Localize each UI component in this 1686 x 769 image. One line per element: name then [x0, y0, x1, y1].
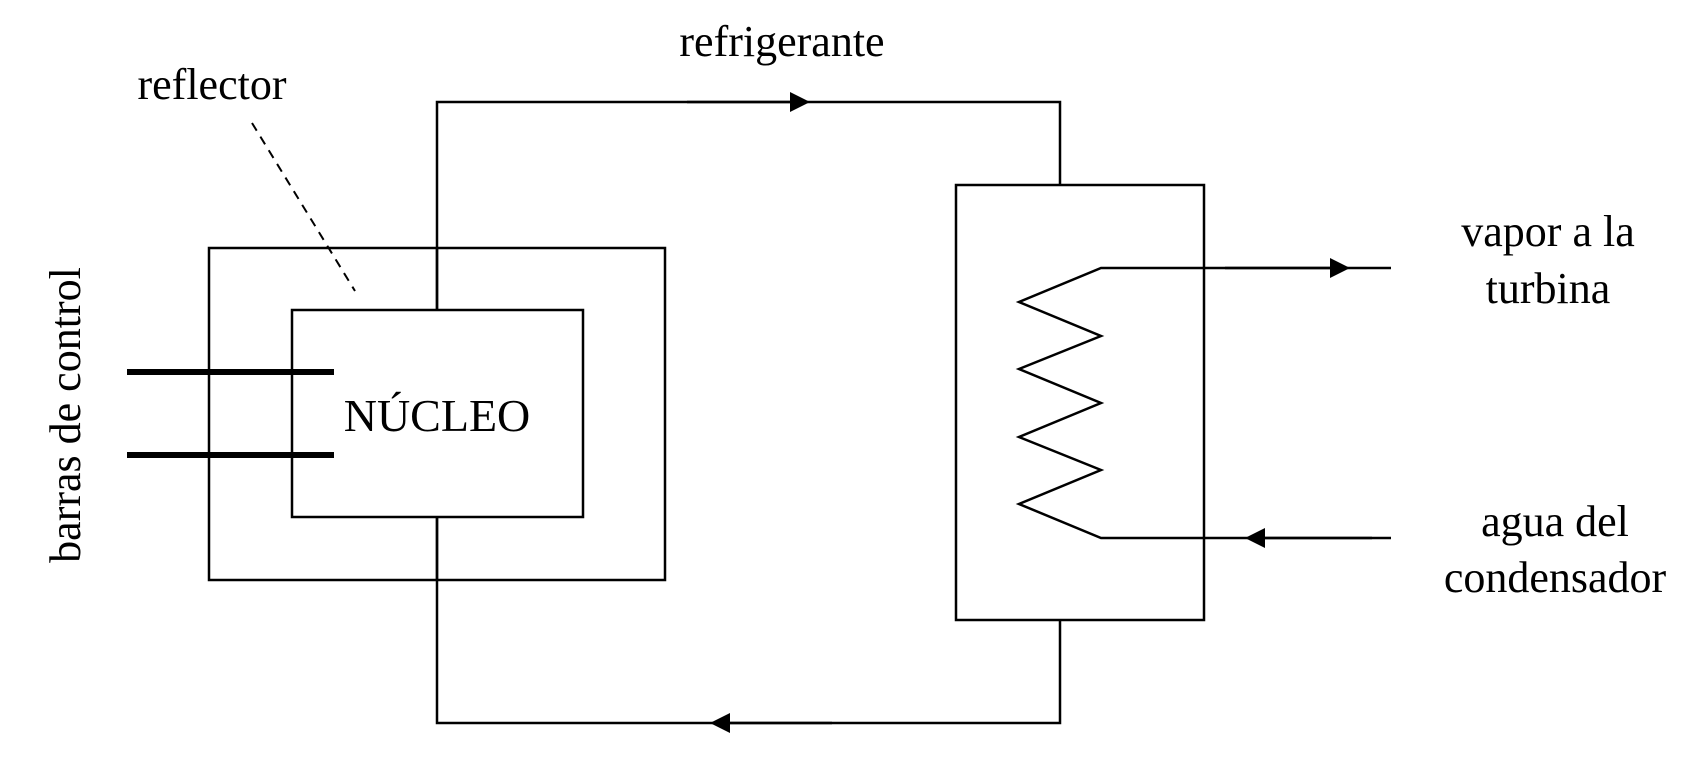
- reflector-box: [207, 246, 667, 582]
- core-box: [290, 308, 585, 519]
- reactor: NÚCLEO: [207, 246, 667, 582]
- coolant-flow-arrow-right: [790, 92, 810, 112]
- steam-label-line1: vapor a la: [1461, 207, 1634, 256]
- coolant-flow-arrow-left: [710, 713, 730, 733]
- water-label-line2: condensador: [1444, 553, 1667, 602]
- core-label: NÚCLEO: [344, 390, 531, 441]
- control-rods-label: barras de control: [41, 267, 90, 563]
- steam-generator: [954, 183, 1391, 622]
- coolant-loop: [435, 92, 1062, 733]
- control-rods: barras de control: [41, 267, 334, 563]
- steam-label-line2: turbina: [1486, 264, 1611, 313]
- reflector-label: reflector: [138, 60, 287, 109]
- water-label-line1: agua del: [1481, 497, 1629, 546]
- steam-outlet-arrow: [1330, 258, 1350, 278]
- coolant-outlet-pipe: [435, 100, 1062, 310]
- steam-generator-box: [954, 183, 1206, 622]
- reflector-leader-line: [251, 122, 356, 292]
- refrigerant-label: refrigerante: [679, 17, 884, 66]
- water-inlet-arrow: [1245, 528, 1265, 548]
- heat-exchanger-coil: [1015, 266, 1391, 540]
